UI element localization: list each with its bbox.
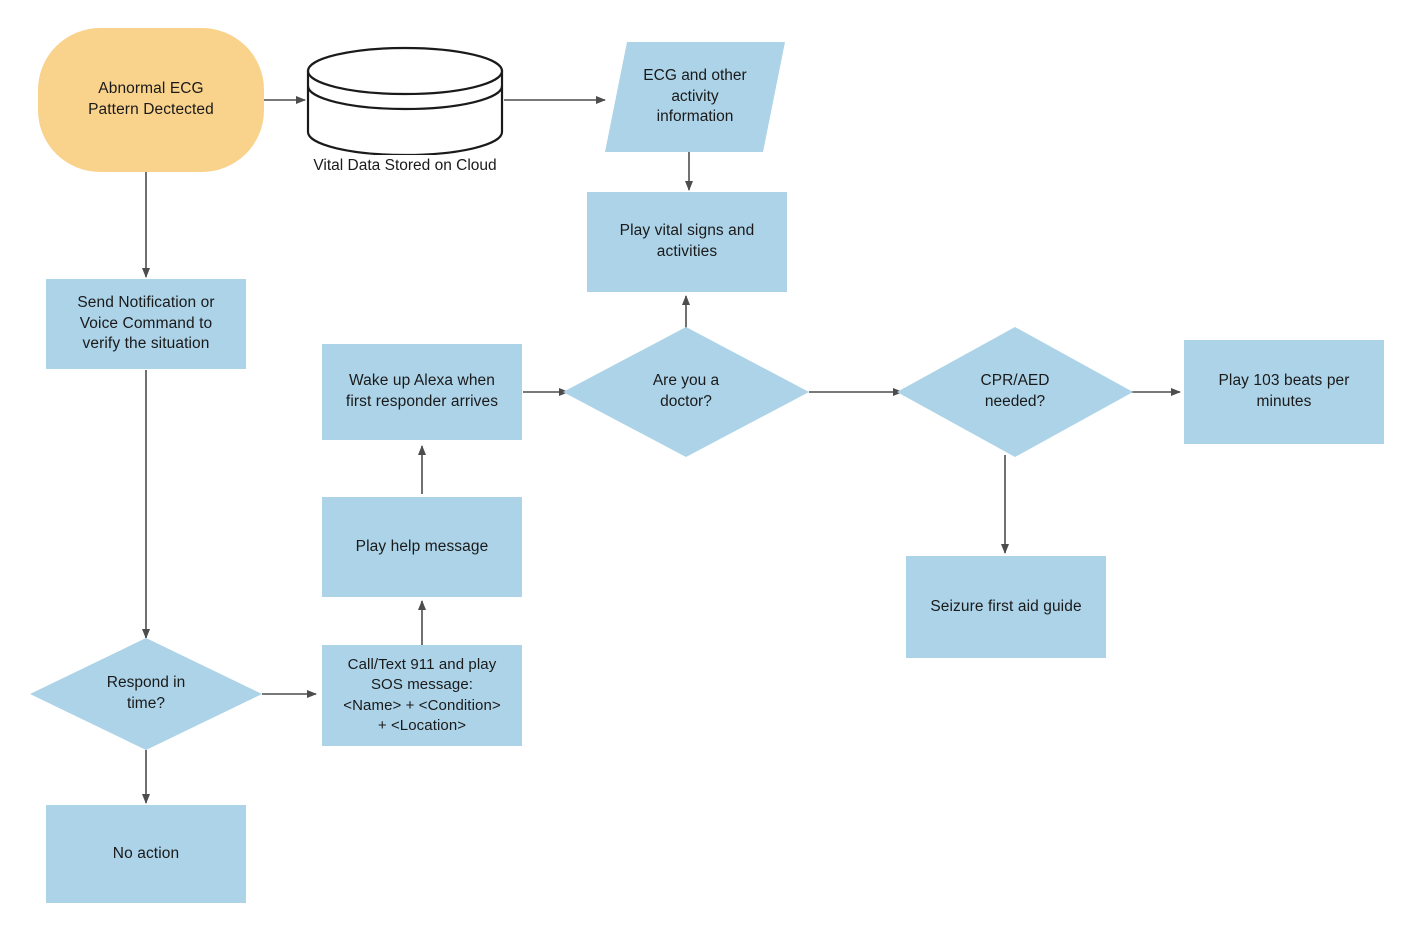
diamond-shape: [30, 638, 262, 750]
node-are-you-a-doctor[interactable]: Are you a doctor?: [563, 327, 809, 457]
node-label: Are you a doctor?: [652, 372, 720, 410]
diamond-shape: [563, 327, 809, 457]
node-play-help-message[interactable]: Play help message: [322, 497, 522, 597]
node-ecg-activity-information[interactable]: ECG and other activity information: [605, 42, 785, 152]
node-label: Wake up Alexa when first responder arriv…: [345, 372, 499, 410]
cylinder-icon: [306, 46, 504, 157]
node-seizure-first-aid-guide[interactable]: Seizure first aid guide: [906, 556, 1106, 658]
node-label: Abnormal ECG Pattern Dectected: [88, 80, 214, 118]
node-call-text-911[interactable]: Call/Text 911 and play SOS message: <Nam…: [322, 645, 522, 746]
node-vital-data-cloud[interactable]: Vital Data Stored on Cloud: [305, 45, 505, 174]
node-play-103-beats[interactable]: Play 103 beats per minutes: [1184, 340, 1384, 444]
node-label: Respond in time?: [106, 674, 186, 712]
node-label: No action: [112, 844, 180, 862]
node-caption: Vital Data Stored on Cloud: [313, 157, 497, 174]
node-wake-up-alexa[interactable]: Wake up Alexa when first responder arriv…: [322, 344, 522, 440]
node-send-notification[interactable]: Send Notification or Voice Command to ve…: [46, 279, 246, 369]
node-label: Play vital signs and activities: [619, 222, 755, 260]
node-label: Seizure first aid guide: [930, 597, 1082, 615]
node-label: Send Notification or Voice Command to ve…: [77, 293, 215, 353]
parallelogram-shape: [605, 42, 785, 152]
node-label: ECG and other activity information: [643, 66, 747, 126]
node-respond-in-time[interactable]: Respond in time?: [30, 638, 262, 750]
node-label: CPR/AED needed?: [980, 372, 1050, 410]
diamond-shape: [897, 327, 1133, 457]
node-play-vital-signs[interactable]: Play vital signs and activities: [587, 192, 787, 292]
node-label: Call/Text 911 and play SOS message: <Nam…: [343, 656, 501, 734]
node-label: Play help message: [355, 537, 489, 555]
node-abnormal-ecg-detected[interactable]: Abnormal ECG Pattern Dectected: [38, 28, 264, 172]
node-no-action[interactable]: No action: [46, 805, 246, 903]
node-label: Play 103 beats per minutes: [1218, 372, 1350, 410]
node-cpr-aed-needed[interactable]: CPR/AED needed?: [897, 327, 1133, 457]
